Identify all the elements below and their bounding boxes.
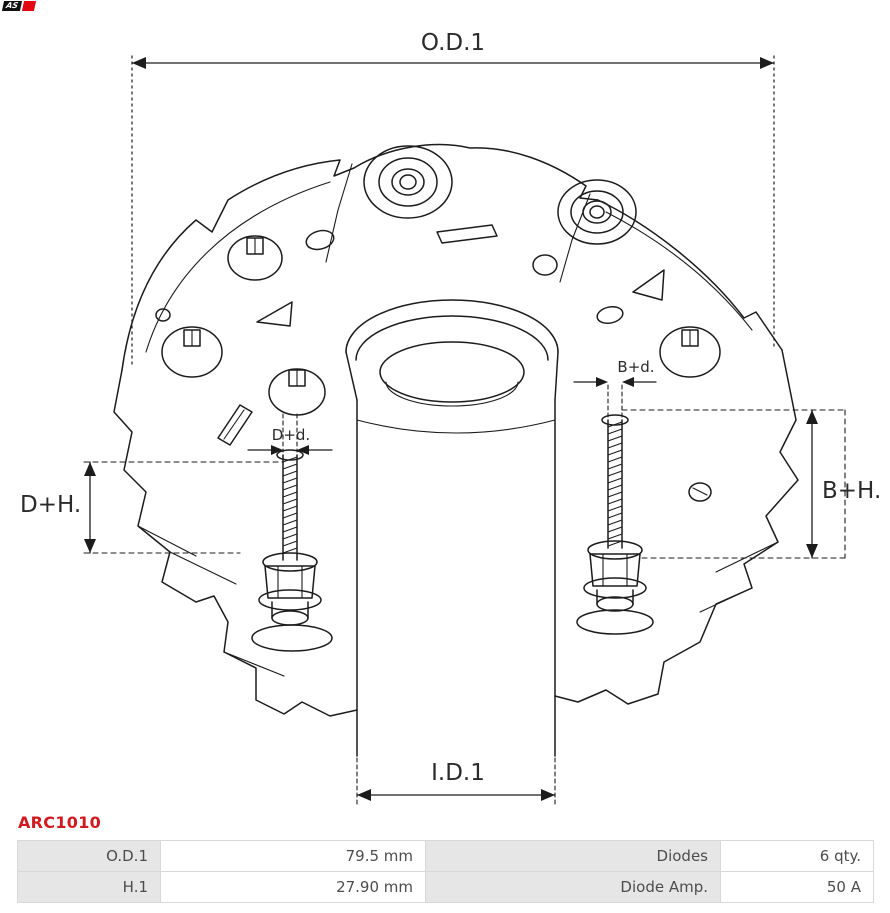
dd-label: D+d. xyxy=(272,426,310,444)
spec-value-diode-amp: 50 A xyxy=(720,871,874,903)
brand-logo-text: AS xyxy=(1,1,23,11)
brand-logo: AS xyxy=(1,1,37,11)
spec-label-diodes: Diodes xyxy=(425,840,721,872)
spec-value-diodes: 6 qty. xyxy=(720,840,874,872)
terminal-grommets xyxy=(363,145,637,245)
left-stud xyxy=(251,449,333,652)
table-row: O.D.1 79.5 mm Diodes 6 qty. xyxy=(17,840,874,872)
spec-value-h1: 27.90 mm xyxy=(160,871,426,903)
central-bore xyxy=(345,299,559,757)
brand-logo-red-block xyxy=(21,1,37,11)
spec-label-od1: O.D.1 xyxy=(17,840,161,872)
holes-and-pads xyxy=(155,224,721,502)
dimension-dh: D+H. xyxy=(20,461,284,554)
right-stud xyxy=(576,414,654,635)
technical-drawing: O.D.1 xyxy=(20,30,881,807)
spec-table: O.D.1 79.5 mm Diodes 6 qty. H.1 27.90 mm… xyxy=(17,840,874,903)
dimension-id1: I.D.1 xyxy=(356,757,556,807)
bd-label: B+d. xyxy=(617,358,654,376)
table-row: H.1 27.90 mm Diode Amp. 50 A xyxy=(17,871,874,903)
dimension-bd: B+d. xyxy=(573,358,657,419)
bh-label: B+H. xyxy=(822,478,881,504)
spec-label-h1: H.1 xyxy=(17,871,161,903)
part-number: ARC1010 xyxy=(18,813,102,832)
dimension-dd: D+d. xyxy=(247,413,333,455)
dimension-bh: B+H. xyxy=(621,409,881,559)
id1-label: I.D.1 xyxy=(431,760,485,786)
dimension-od1: O.D.1 xyxy=(131,30,775,369)
spec-label-diode-amp: Diode Amp. xyxy=(425,871,721,903)
od1-label: O.D.1 xyxy=(421,30,485,56)
dh-label: D+H. xyxy=(20,492,81,518)
spec-value-od1: 79.5 mm xyxy=(160,840,426,872)
